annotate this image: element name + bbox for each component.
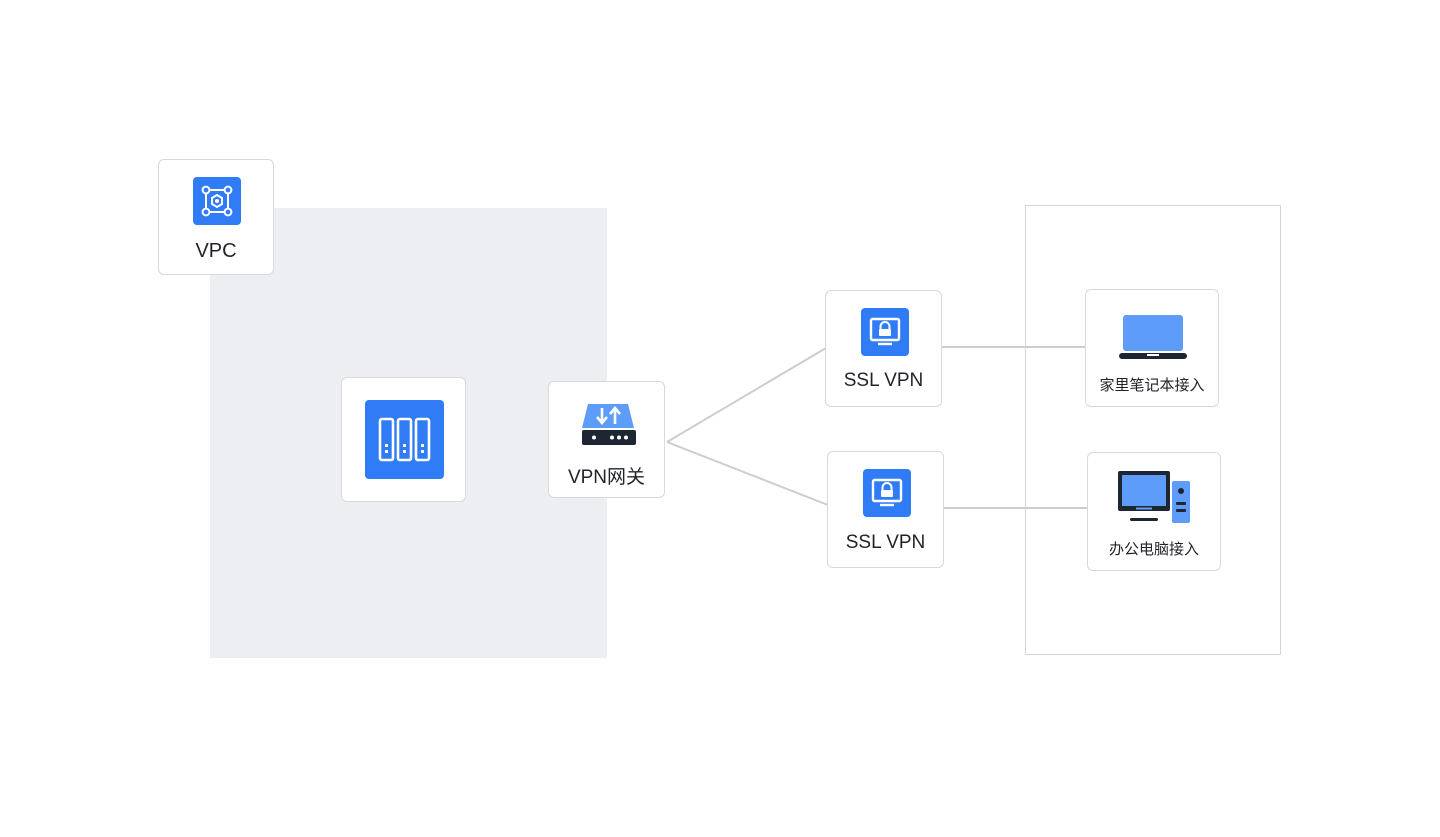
client-access-region (1025, 205, 1281, 655)
office-pc-label: 办公电脑接入 (1108, 541, 1199, 558)
server-node[interactable] (341, 377, 466, 502)
vpc-label: VPC (195, 240, 237, 262)
server-rack-icon (365, 400, 444, 479)
ssl-vpn-bottom-label: SSL VPN (845, 532, 926, 553)
vpc-icon (193, 177, 241, 225)
connector-gateway-to-ssl-vpn-bottom (666, 441, 829, 506)
vpn-gateway-icon (582, 404, 636, 445)
laptop-icon (1119, 315, 1187, 359)
connector-gateway-to-ssl-vpn-top (666, 347, 827, 443)
ssl-vpn-node-bottom[interactable]: SSL VPN (827, 451, 944, 568)
desktop-computer-icon (1118, 471, 1190, 523)
home-laptop-label: 家里笔记本接入 (1099, 377, 1205, 394)
vpc-node[interactable]: VPC (158, 159, 274, 275)
ssl-vpn-node-top[interactable]: SSL VPN (825, 290, 942, 407)
vpn-gateway-node[interactable]: VPN网关 (548, 381, 665, 498)
ssl-vpn-top-label: SSL VPN (843, 370, 924, 391)
ssl-vpn-icon (863, 469, 911, 517)
office-pc-node[interactable]: 办公电脑接入 (1087, 452, 1221, 571)
home-laptop-node[interactable]: 家里笔记本接入 (1085, 289, 1219, 407)
ssl-vpn-icon (861, 308, 909, 356)
vpn-gateway-label: VPN网关 (567, 467, 646, 488)
